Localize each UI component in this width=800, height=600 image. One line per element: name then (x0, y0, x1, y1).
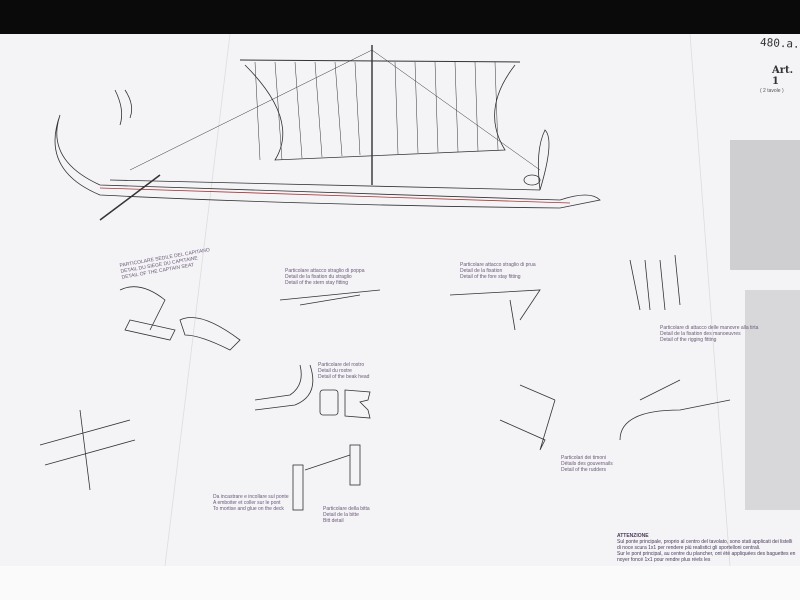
bitt-label: Particolare della bitta Detail de la bit… (323, 506, 370, 524)
photo-ship (730, 140, 800, 270)
top-dark-band (0, 0, 800, 34)
bitt-mortise-label: Da incastrare e incollare sul ponte A em… (213, 494, 289, 512)
rigging-label: Particolare di attacco delle manovre all… (660, 325, 759, 343)
photo-detail (745, 290, 800, 510)
attention-text-fr: Sur le pont principal, au centre du plan… (617, 551, 796, 563)
stern-stay-label: Particolare attacco straglio di poppa De… (285, 268, 365, 286)
hull (54, 114, 601, 209)
sheet-count: ( 2 tavole ) (760, 88, 784, 94)
rudders-label: Particolari dei timoni Détails des gouve… (561, 455, 613, 473)
fore-stay-label: Particolare attacco straglio di prua Det… (460, 262, 536, 280)
plan-sheet (0, 34, 800, 566)
beak-head-label: Particolare del rostro Detail du rostre … (318, 362, 370, 380)
attention-note: ATTENZIONE Sul ponte principale, proprio… (617, 533, 797, 563)
attention-text-it: Sul ponte principale, proprio al centro … (617, 539, 793, 551)
model-number: 480.a.C (759, 35, 800, 52)
attention-heading: ATTENZIONE (617, 533, 649, 539)
bottom-band (0, 566, 800, 600)
article-number: Art. 1 (772, 65, 794, 87)
